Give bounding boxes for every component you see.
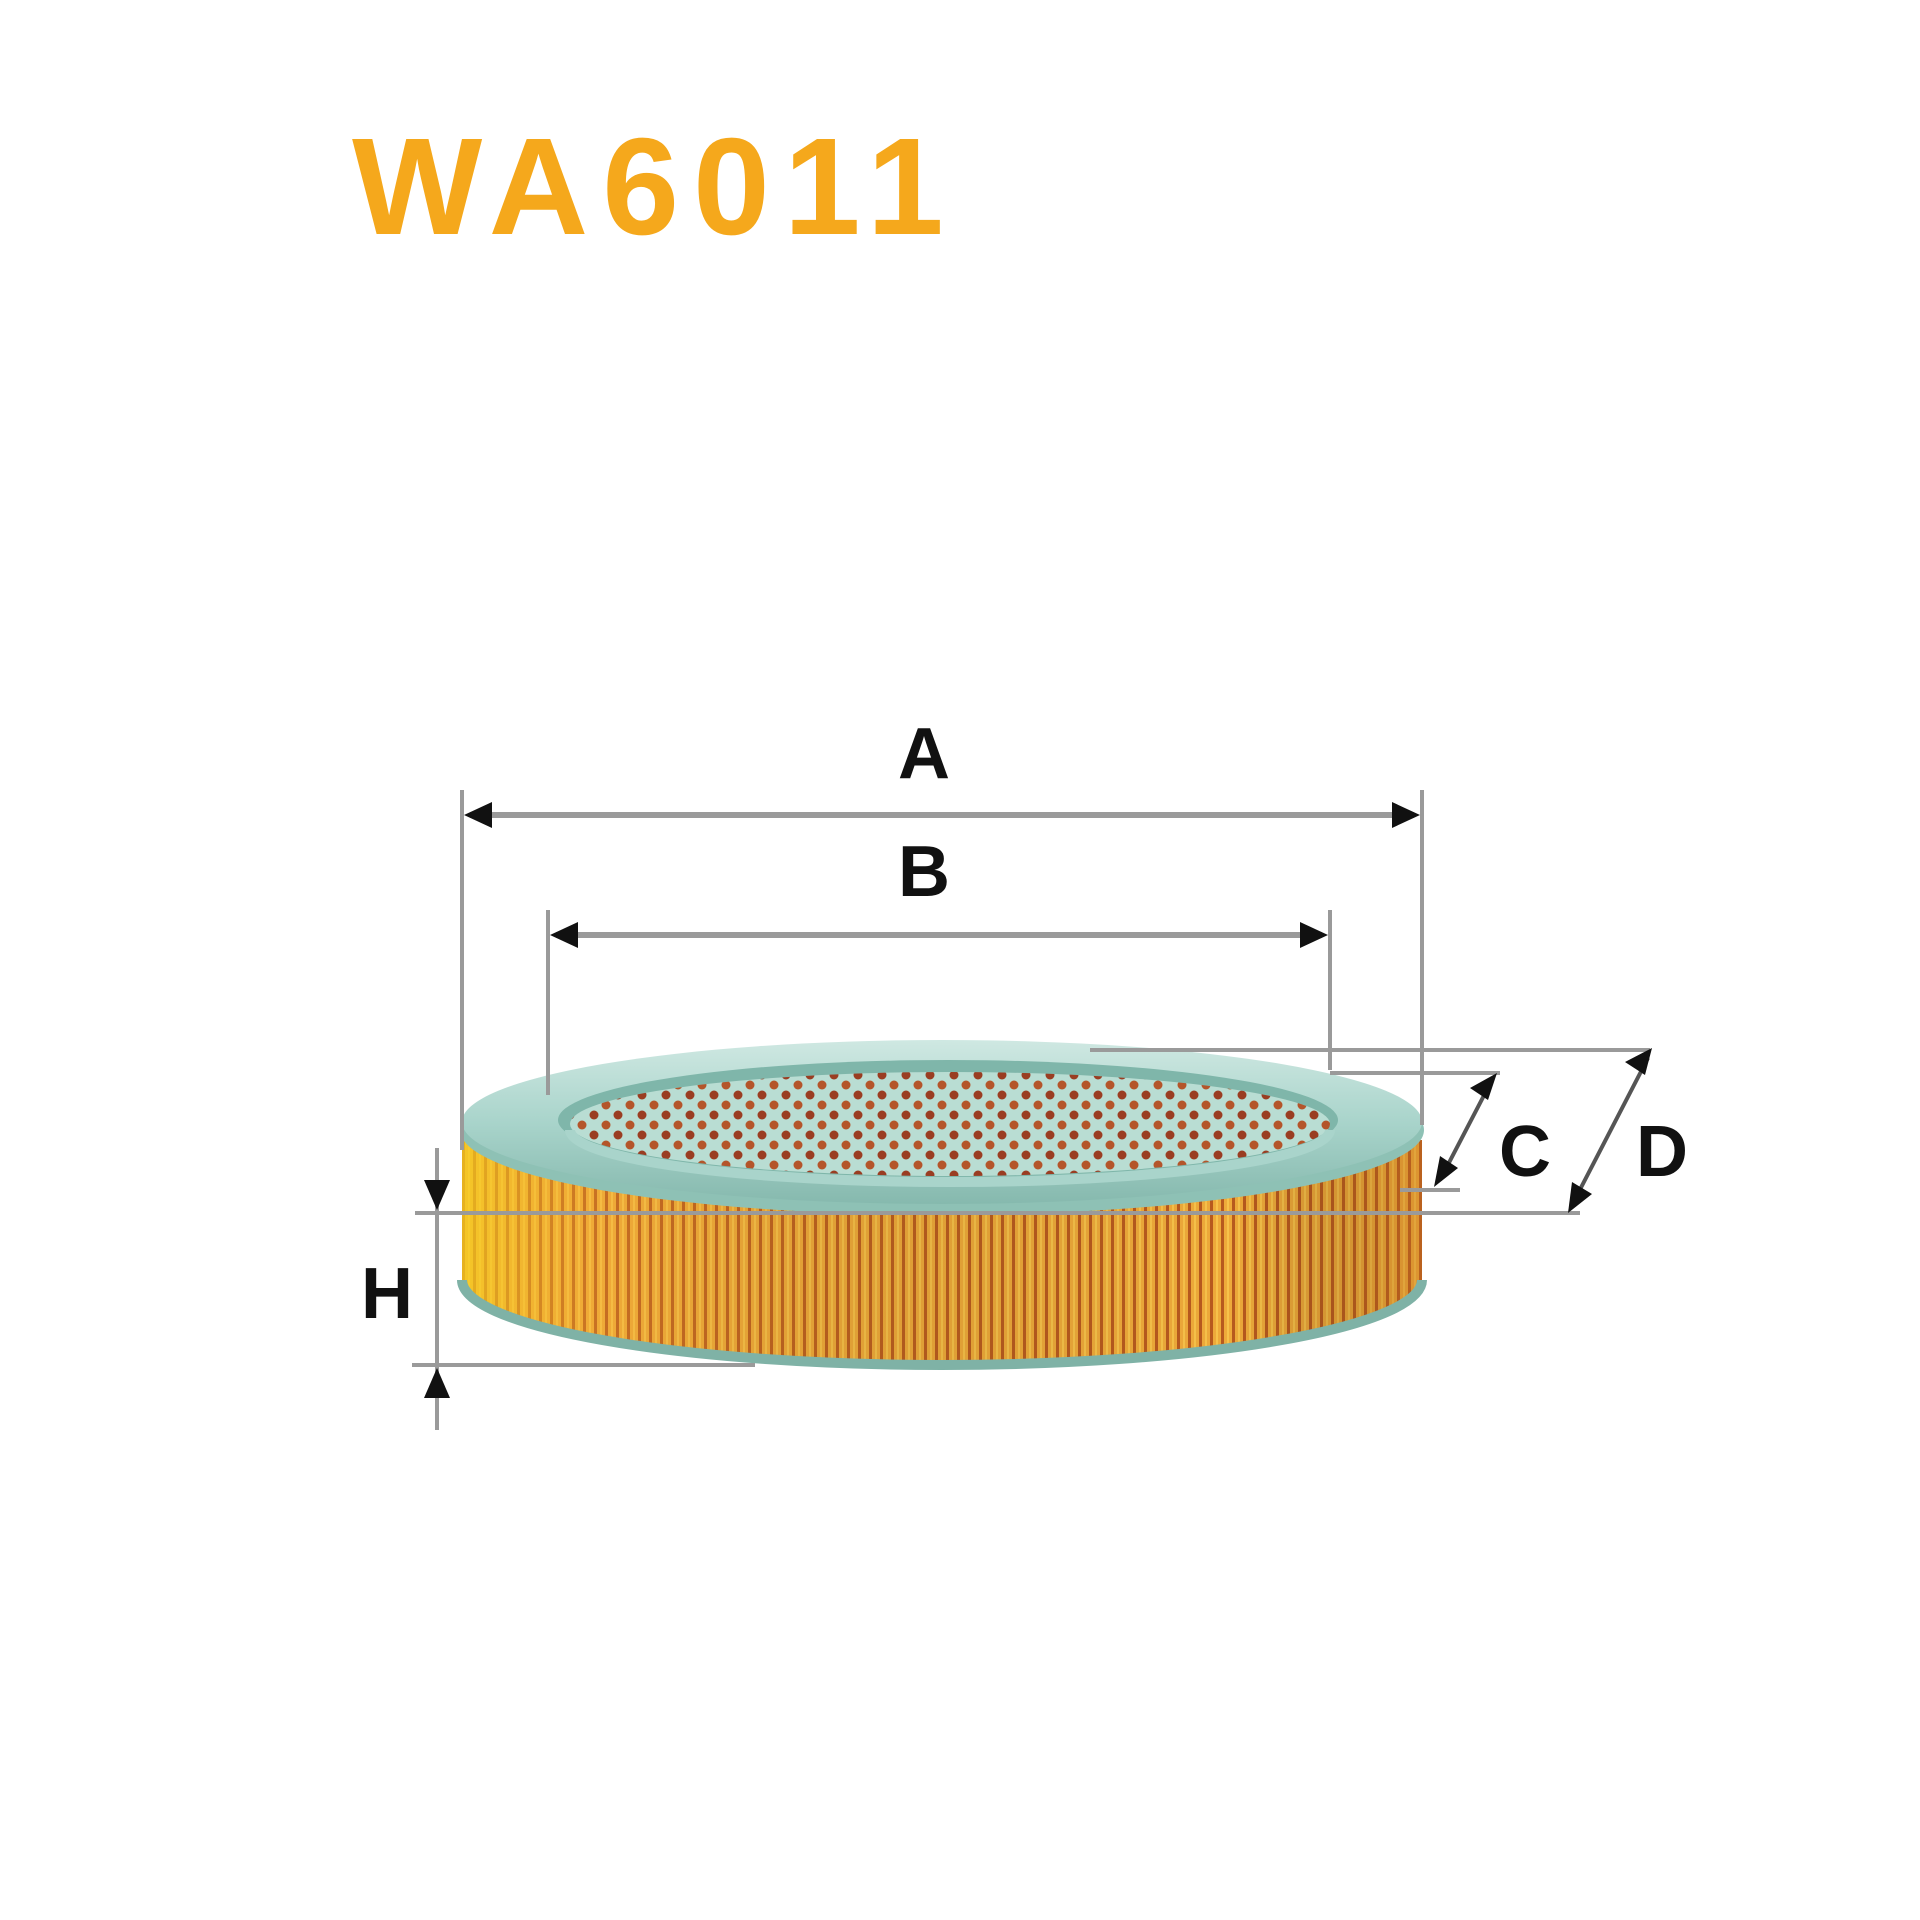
dimension-a: A xyxy=(464,714,1420,828)
dimension-label-b: B xyxy=(898,832,950,912)
dimension-label-d: D xyxy=(1636,1112,1688,1192)
dimension-label-h: H xyxy=(361,1254,413,1334)
dimension-d: D xyxy=(1568,1048,1688,1213)
dimension-h: H xyxy=(361,1148,450,1430)
filter-top-rim xyxy=(460,1040,1424,1215)
dimension-label-a: A xyxy=(898,714,950,794)
dimension-label-c: C xyxy=(1499,1112,1551,1192)
dimension-c: C xyxy=(1434,1073,1551,1192)
product-code-title: WA6011 xyxy=(352,110,958,264)
dimension-b: B xyxy=(550,832,1328,948)
filter-inner-mesh xyxy=(570,1072,1330,1176)
dimension-extension-lines xyxy=(412,790,1650,1367)
